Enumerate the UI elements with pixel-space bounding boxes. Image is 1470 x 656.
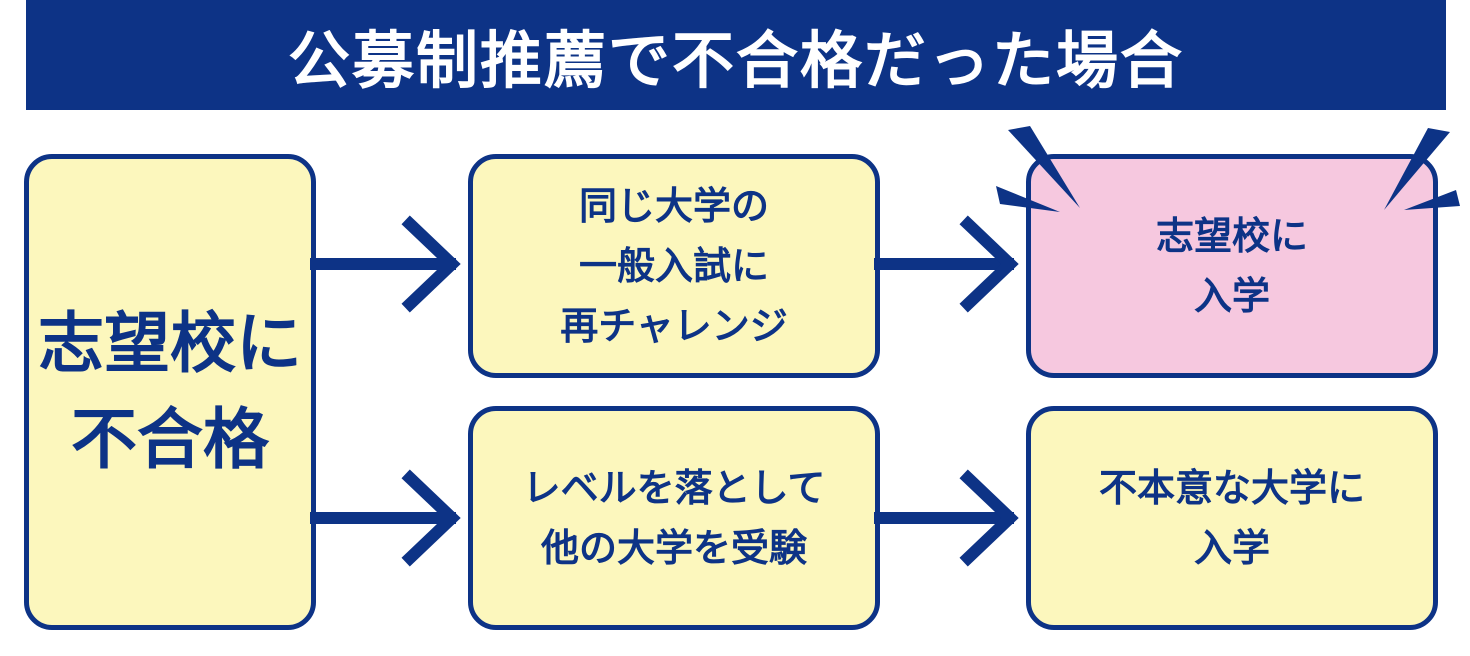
node-lower-line-2: 他の大学を受験 (540, 526, 807, 570)
burst-lines-icon (996, 126, 1460, 212)
node-retry-line-3: 再チャレンジ (560, 304, 788, 348)
node-admit-unwanted: 不本意な大学に 入学 (1026, 406, 1438, 630)
node-lower-level-exam: レベルを落として 他の大学を受験 (468, 406, 880, 630)
node-rejected-line-1: 志望校に (38, 305, 302, 382)
node-admit-line-2: 入学 (1193, 274, 1270, 318)
node-unwanted-line-1: 不本意な大学に (1098, 466, 1365, 510)
node-admit-first-choice: 志望校に 入学 (1026, 154, 1438, 378)
arrow-start-to-lower (310, 469, 461, 567)
node-retry-line-1: 同じ大学の (578, 184, 769, 228)
node-retry-general-exam: 同じ大学の 一般入試に 再チャレンジ (468, 154, 880, 378)
node-lower-line-1: レベルを落として (522, 466, 826, 510)
node-rejected: 志望校に 不合格 (24, 154, 316, 630)
node-rejected-line-2: 不合格 (71, 401, 269, 478)
node-retry-line-2: 一般入試に (578, 244, 769, 288)
node-admit-line-1: 志望校に (1155, 214, 1308, 258)
node-unwanted-line-2: 入学 (1193, 526, 1270, 570)
arrow-start-to-retry (310, 215, 461, 313)
arrow-lower-to-unwanted (874, 469, 1019, 567)
title-banner: 公募制推薦で不合格だった場合 (26, 0, 1446, 110)
arrow-retry-to-admit (874, 215, 1019, 313)
page-title: 公募制推薦で不合格だった場合 (287, 24, 1184, 97)
